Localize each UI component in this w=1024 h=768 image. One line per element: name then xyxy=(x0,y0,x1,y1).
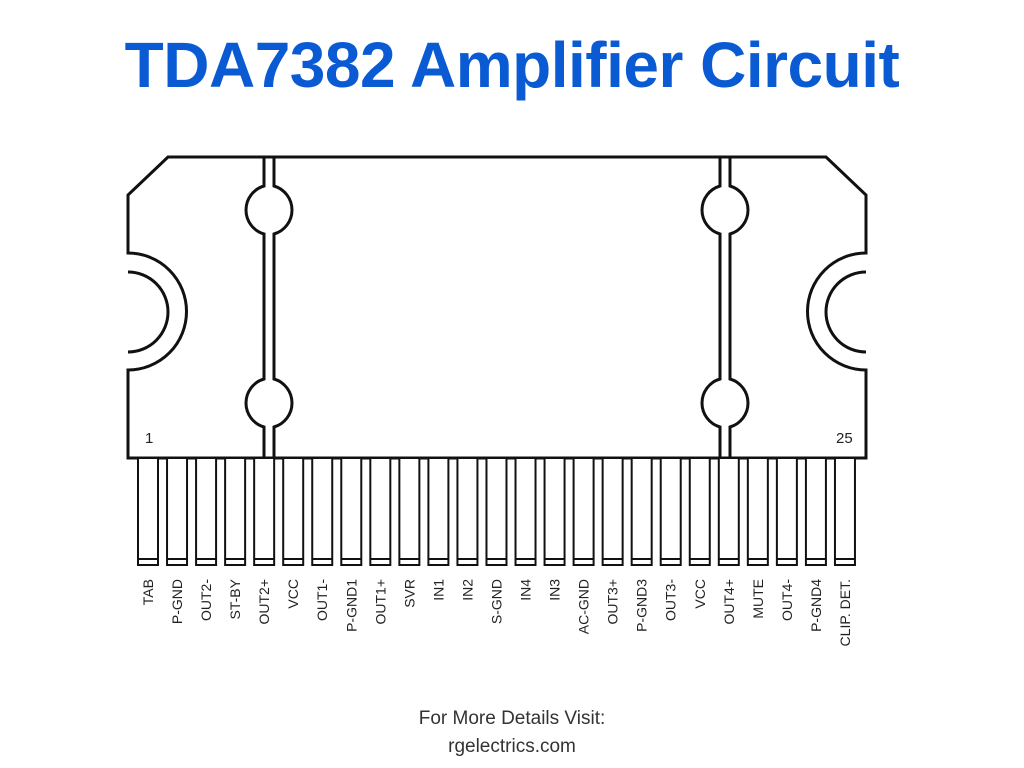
pin-lead xyxy=(311,457,334,566)
pin-label: VCC xyxy=(285,579,301,609)
pin-24: P-GND4 xyxy=(804,457,827,632)
pin-17: OUT3+ xyxy=(601,457,624,625)
right-notch-inner xyxy=(824,270,867,354)
pin-label: OUT4+ xyxy=(721,579,737,625)
left-heatsink-slot xyxy=(244,157,294,458)
pin-lead xyxy=(253,457,276,566)
pin-lead xyxy=(166,457,189,566)
pin-lead xyxy=(775,457,798,566)
pin-18: P-GND3 xyxy=(630,457,653,632)
left-notch-inner xyxy=(127,270,170,354)
pin-1: TAB xyxy=(137,457,159,605)
pin-20: VCC xyxy=(688,457,711,609)
pin-label: OUT4- xyxy=(779,579,795,621)
pin-13: S-GND xyxy=(485,457,508,624)
pin-label: IN3 xyxy=(547,579,563,601)
pin-lead xyxy=(688,457,711,566)
pin-lead xyxy=(427,457,450,566)
pin-lead xyxy=(572,457,595,566)
pin-21: OUT4+ xyxy=(717,457,740,625)
pin-lead xyxy=(630,457,653,566)
pin-lead xyxy=(659,457,682,566)
footer-website-link[interactable]: rgelectrics.com xyxy=(448,736,576,757)
pin-label: OUT1+ xyxy=(372,579,388,625)
pin-3: OUT2- xyxy=(195,457,218,621)
pin-10: SVR xyxy=(398,457,421,608)
pin-16: AC-GND xyxy=(572,457,595,634)
pin-lead xyxy=(833,457,856,566)
pin-25-marker: 25 xyxy=(836,430,853,447)
pin-22: MUTE xyxy=(746,457,769,619)
pin-lead xyxy=(543,457,566,566)
pin-6: VCC xyxy=(282,457,305,609)
pin-lead xyxy=(369,457,392,566)
pin-lead xyxy=(137,457,159,566)
pin-12: IN2 xyxy=(456,457,479,601)
pin-label: CLIP. DET. xyxy=(837,579,853,646)
pin-label: AC-GND xyxy=(576,579,592,634)
pin-lead xyxy=(485,457,508,566)
pin-lead xyxy=(804,457,827,566)
pin-label: OUT2+ xyxy=(256,579,272,625)
pin-15: IN3 xyxy=(543,457,566,601)
pin-label: P-GND3 xyxy=(634,579,650,632)
pin-lead xyxy=(398,457,421,566)
pin-lead xyxy=(340,457,363,566)
pin-label: ST-BY xyxy=(227,578,243,619)
pin-label: IN2 xyxy=(459,579,475,601)
pin-lead xyxy=(282,457,305,566)
pin-9: OUT1+ xyxy=(369,457,392,625)
right-heatsink-slot xyxy=(700,157,750,458)
pin-lead xyxy=(224,457,247,566)
pin-lead xyxy=(717,457,740,566)
pin-label: S-GND xyxy=(488,579,504,624)
pin-11: IN1 xyxy=(427,457,450,601)
pin-label: SVR xyxy=(401,579,417,608)
pin-25: CLIP. DET. xyxy=(833,457,856,646)
pin-lead xyxy=(514,457,537,566)
pin-23: OUT4- xyxy=(775,457,798,621)
pin-label: P-GND4 xyxy=(808,579,824,632)
pin-8: P-GND1 xyxy=(340,457,363,632)
pin-1-marker: 1 xyxy=(145,430,153,447)
pin-4: ST-BY xyxy=(224,457,247,619)
pin-label: OUT3- xyxy=(663,579,679,621)
pin-label: VCC xyxy=(692,579,708,609)
pin-lead xyxy=(746,457,769,566)
pin-label: TAB xyxy=(140,579,156,605)
pin-label: P-GND1 xyxy=(343,579,359,632)
pin-19: OUT3- xyxy=(659,457,682,621)
pin-lead xyxy=(456,457,479,566)
pin-lead xyxy=(195,457,218,566)
pin-5: OUT2+ xyxy=(253,457,276,625)
pin-label: MUTE xyxy=(750,579,766,619)
pin-label: OUT2- xyxy=(198,579,214,621)
pin-7: OUT1- xyxy=(311,457,334,621)
pin-label: OUT3+ xyxy=(605,579,621,625)
package-outline xyxy=(126,155,868,460)
pin-label: IN1 xyxy=(430,579,446,601)
pin-label: IN4 xyxy=(518,579,534,601)
pin-14: IN4 xyxy=(514,457,537,601)
footer-visit-text: For More Details Visit: xyxy=(418,708,606,729)
pin-label: P-GND xyxy=(169,579,185,624)
page-title: TDA7382 Amplifier Circuit xyxy=(124,29,900,101)
pin-2: P-GND xyxy=(166,457,189,624)
pin-label: OUT1- xyxy=(314,579,330,621)
pin-lead xyxy=(601,457,624,566)
